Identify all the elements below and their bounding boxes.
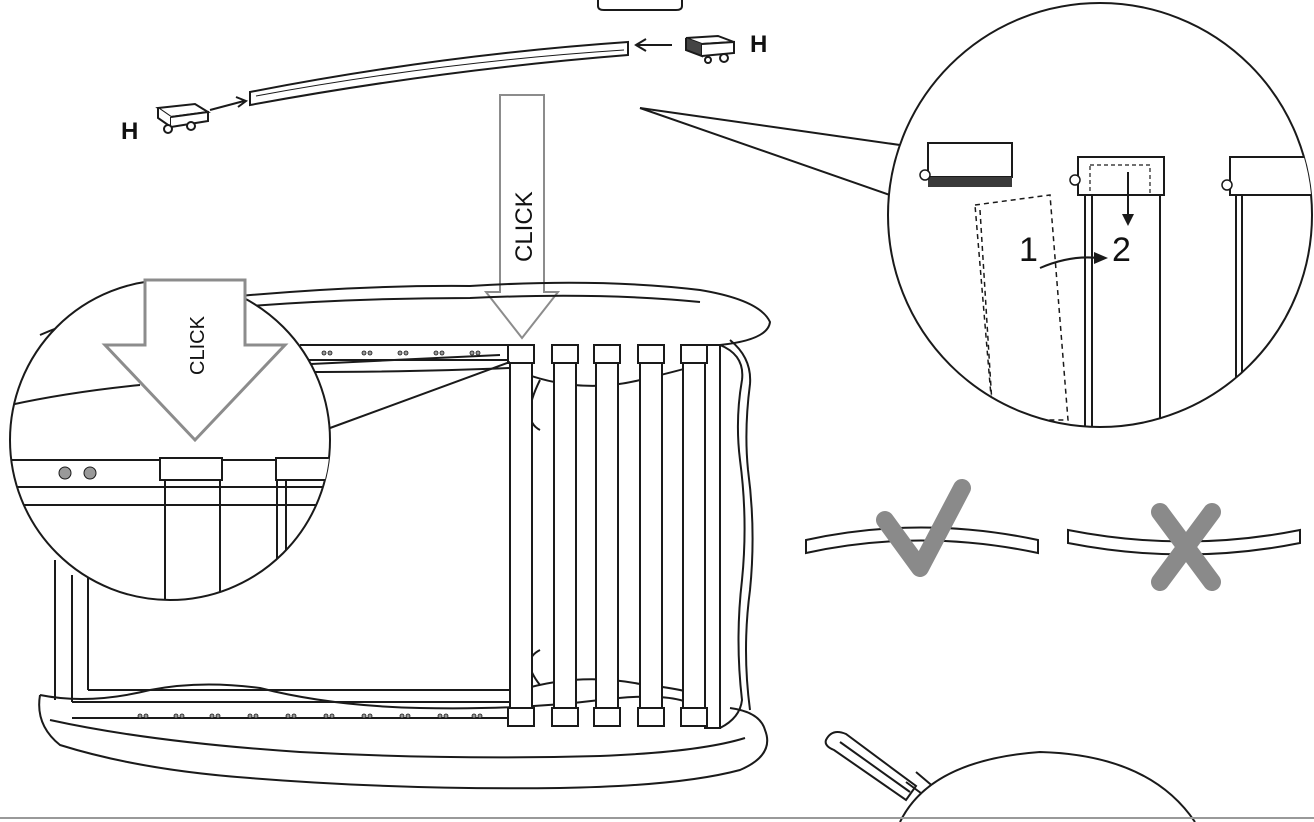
rail-holes-bottom (137, 713, 483, 719)
click-label-main: CLICK (511, 191, 538, 262)
click-arrow-main (483, 94, 561, 340)
cross-mark (1151, 503, 1221, 591)
click-arrow-detail (101, 278, 289, 443)
detail-circle-left (9, 278, 331, 601)
slat-correct-example (805, 479, 1039, 577)
end-cap-right (685, 34, 735, 64)
check-mark (876, 479, 971, 577)
slat-5 (682, 344, 706, 726)
slat-2 (553, 344, 577, 726)
installed-slats (507, 344, 708, 727)
detail-pointer-right (639, 107, 901, 196)
slat-1 (509, 344, 533, 726)
detail-circle-bottom (899, 750, 1196, 822)
rail-holes-top (321, 350, 481, 356)
slat-3 (595, 344, 619, 726)
insert-arrow-right (634, 38, 672, 52)
part-label-right: H (750, 31, 767, 58)
click-label-detail: CLICK (187, 315, 209, 375)
move-arrow (1039, 256, 1099, 269)
insert-arrow-left (209, 96, 249, 111)
top-edge-box (597, 0, 683, 11)
detail-circle-right (887, 2, 1313, 428)
end-cap-left (155, 102, 211, 134)
step-label-1: 1 (1019, 231, 1038, 269)
detail-pointer-left (289, 354, 511, 429)
slat-part (249, 40, 629, 107)
slat-incorrect-example (1067, 503, 1301, 591)
step-label-2: 2 (1112, 231, 1131, 269)
part-label-left: H (121, 118, 138, 145)
slat-4 (639, 344, 663, 726)
